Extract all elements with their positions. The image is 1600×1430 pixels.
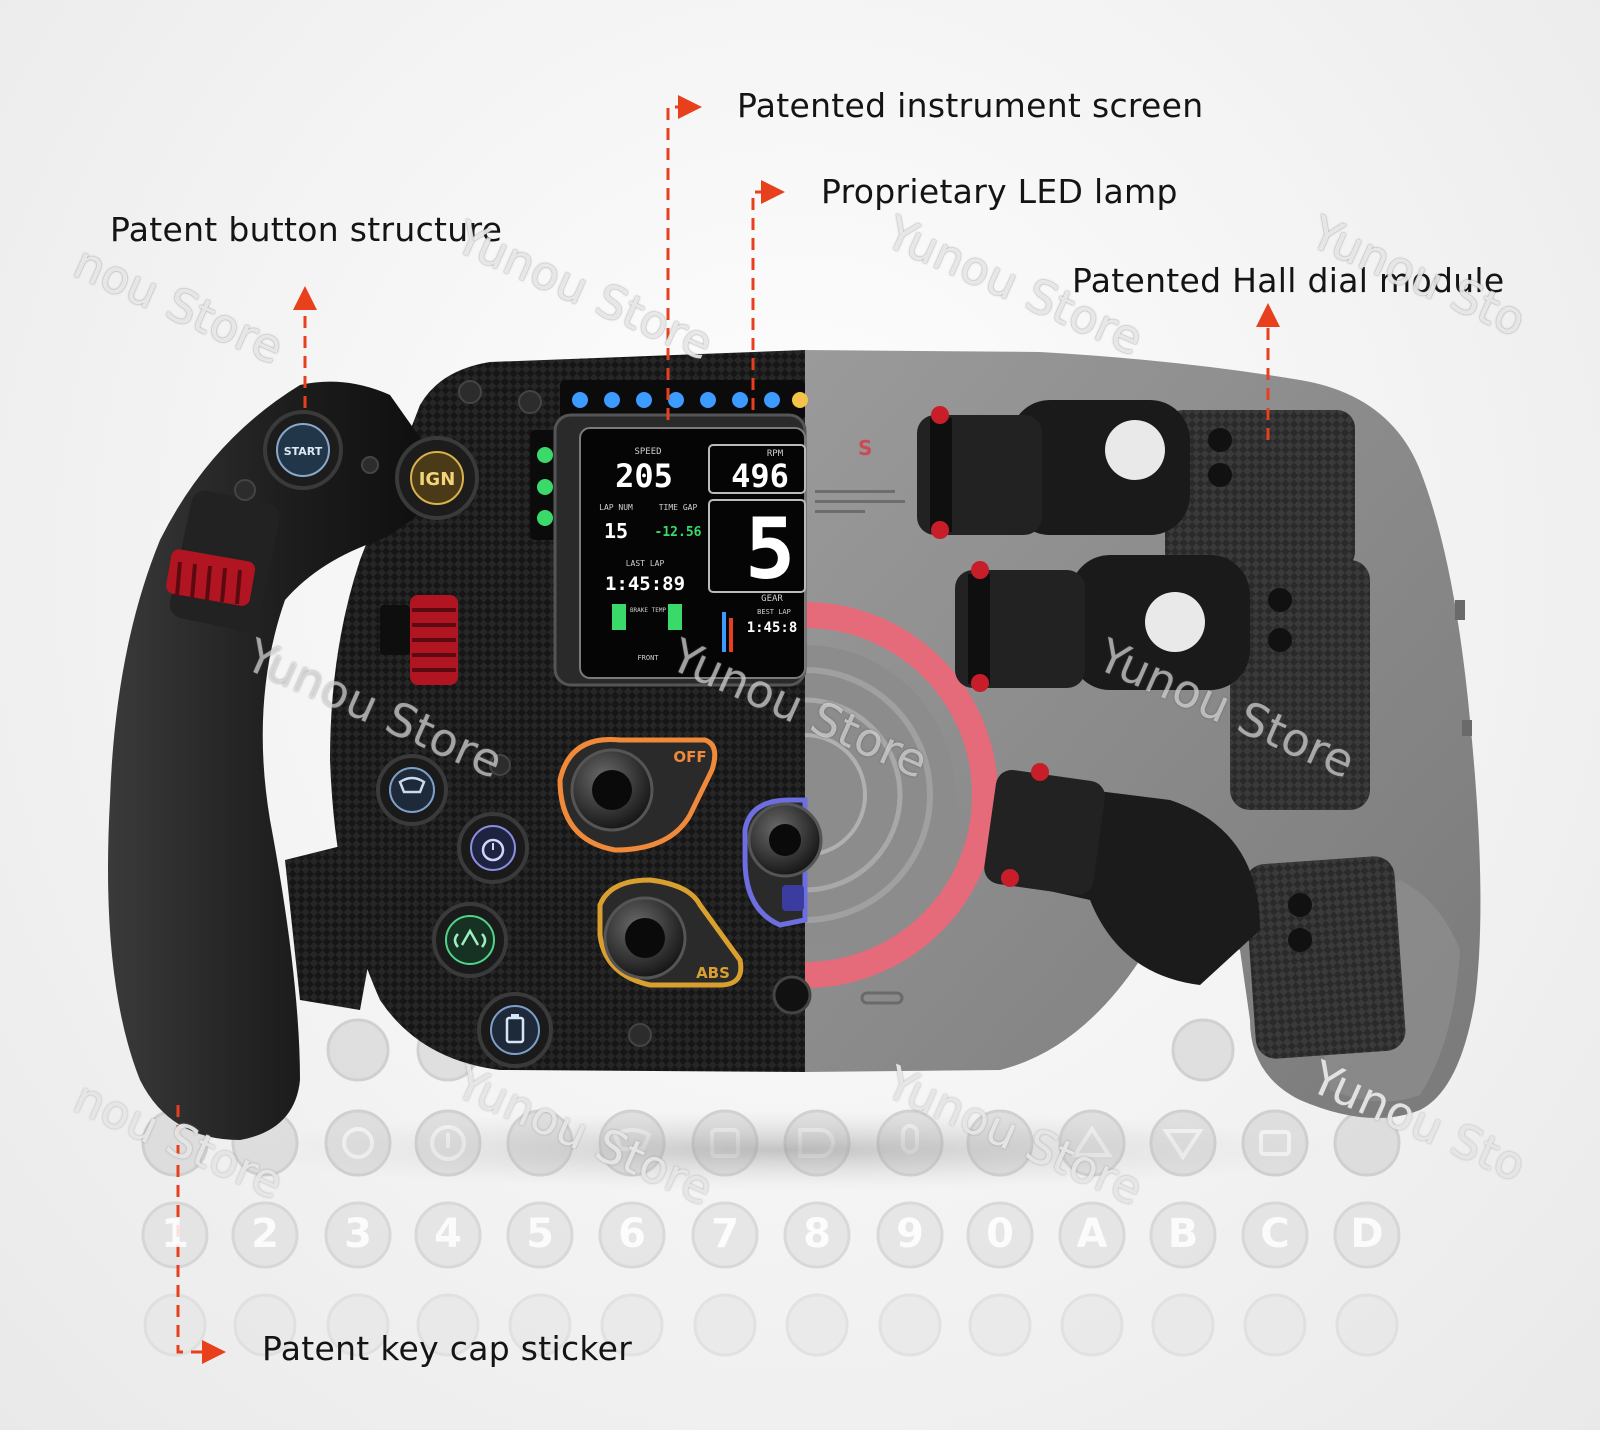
best-lap-label: BEST LAP <box>757 608 791 616</box>
brand-logo-mark: S <box>858 436 872 460</box>
hall-dial-knob-2 <box>1145 592 1205 652</box>
time-gap-label: TIME GAP <box>659 503 698 512</box>
callout-key-cap: Patent key cap sticker <box>262 1329 633 1368</box>
blue-rotary-dial[interactable] <box>742 797 823 928</box>
lap-num-label: LAP NUM <box>599 503 633 512</box>
abs-rotary-dial[interactable]: ABS <box>597 877 744 988</box>
hall-dial-module-bottom <box>984 763 1406 1059</box>
front-label: FRONT <box>637 654 659 662</box>
red-scroll-wheel-center <box>410 595 458 685</box>
abs-dial-label: ABS <box>696 964 730 982</box>
gear-label: GEAR <box>761 594 783 604</box>
keycap-ghost-rows <box>141 1018 1401 1357</box>
callout-leader-lines <box>176 95 1280 1364</box>
time-gap-value: -12.56 <box>655 525 702 540</box>
lap-num-value: 15 <box>604 519 628 543</box>
last-lap-value: 1:45:89 <box>605 573 685 595</box>
start-button-label: START <box>284 445 323 458</box>
callout-led-lamp: Proprietary LED lamp <box>821 172 1178 211</box>
brake-temp-label: BRAKE TEMP <box>630 607 667 614</box>
hall-dial-knob-1 <box>1105 420 1165 480</box>
ignition-button-label: IGN <box>419 469 456 490</box>
stopwatch-button[interactable] <box>457 812 529 884</box>
best-lap-value: 1:45:8 <box>747 620 798 636</box>
off-dial-label: OFF <box>673 748 706 766</box>
instrument-screen: SPEED 205 RPM 496 LAP NUM TIME GAP 15 -1… <box>553 413 807 687</box>
wheel-shadow <box>230 1110 1350 1190</box>
wiper-button[interactable] <box>376 754 448 826</box>
battery-button[interactable] <box>477 992 553 1068</box>
rpm-label: RPM <box>767 449 784 459</box>
radio-button[interactable] <box>432 902 508 978</box>
callout-button-structure: Patent button structure <box>110 210 503 249</box>
gear-value: 5 <box>745 500 796 598</box>
hall-dial-module-top <box>917 400 1355 570</box>
ignition-button[interactable]: IGN <box>395 436 479 520</box>
speed-label: SPEED <box>634 447 661 457</box>
start-button[interactable]: START <box>263 410 343 490</box>
wheel-left-half: START IGN SPEED 205 RPM 496 <box>108 350 823 1141</box>
red-scroll-wheel-left <box>166 549 256 606</box>
rpm-value: 496 <box>731 457 789 495</box>
last-lap-label: LAST LAP <box>626 559 665 568</box>
hall-dial-module-middle <box>955 555 1370 810</box>
callout-hall-dial: Patented Hall dial module <box>1072 261 1505 300</box>
off-rotary-dial[interactable]: OFF <box>557 737 718 853</box>
speed-value: 205 <box>615 457 673 495</box>
callout-instrument-screen: Patented instrument screen <box>737 86 1204 125</box>
led-strip <box>530 380 808 540</box>
